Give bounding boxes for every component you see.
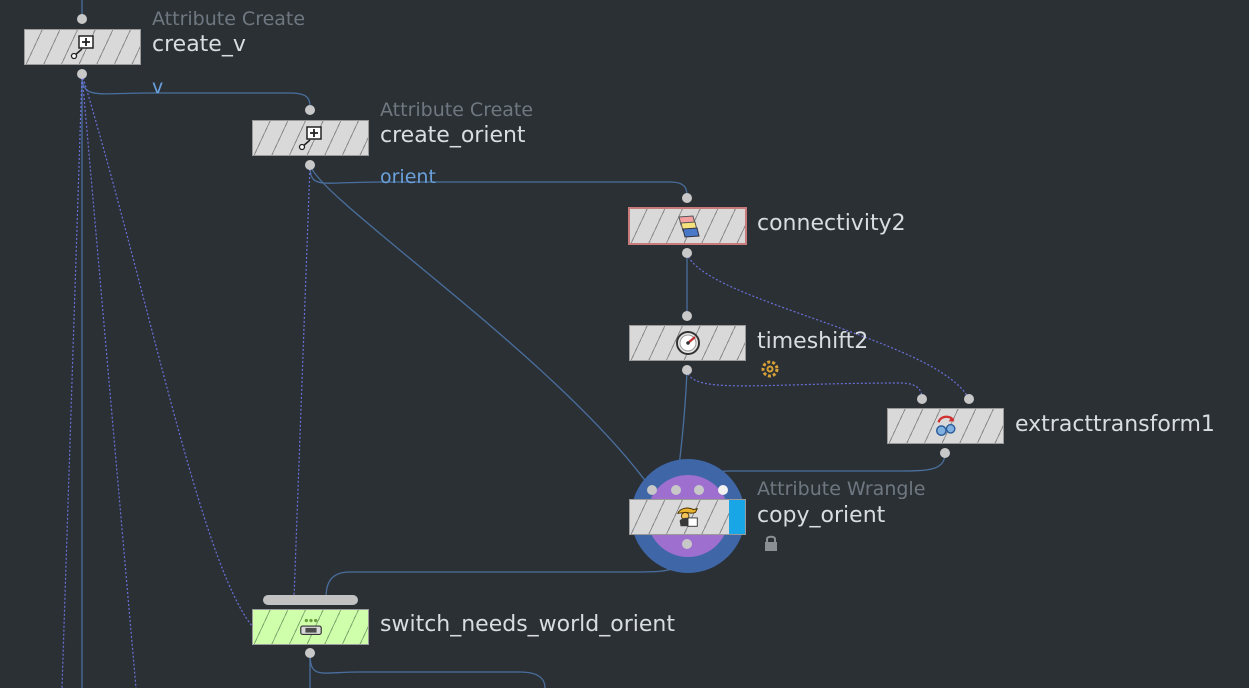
switch-output-port[interactable] [305,648,315,658]
timeshift2-node[interactable] [629,325,746,361]
copy-orient-type-label: Attribute Wrangle [757,478,926,500]
copy-orient-input-port-2[interactable] [671,485,681,495]
attribute-create-icon [70,34,96,60]
create-orient-output-port[interactable] [305,160,315,170]
copy-orient-output-port[interactable] [682,539,692,549]
connectivity2-node[interactable] [628,207,747,245]
create-v-node[interactable] [24,29,141,65]
copy-orient-name-label[interactable]: copy_orient [757,503,886,528]
extracttransform1-input-port-2[interactable] [964,394,974,404]
wire-label-orient: orient [380,166,436,188]
create-v-type-label: Attribute Create [152,8,306,30]
extracttransform1-input-port-1[interactable] [917,394,927,404]
timeshift-gauge-icon [675,330,701,356]
create-orient-name-label[interactable]: create_orient [380,123,526,148]
create-orient-node[interactable] [252,120,369,156]
switch-name-label[interactable]: switch_needs_world_orient [380,612,675,637]
switch-icon [298,614,324,640]
copy-orient-input-port-4[interactable] [718,485,728,495]
copy-orient-node[interactable] [629,499,746,535]
wire-label-v: v [152,76,164,98]
connectivity2-input-port[interactable] [682,193,692,203]
connectivity-icon [675,213,701,239]
switch-multi-input-bar[interactable] [263,595,358,605]
create-v-output-port[interactable] [77,69,87,79]
gear-badge-icon [760,359,780,383]
create-v-name-label[interactable]: create_v [152,32,246,57]
create-orient-input-port[interactable] [305,105,315,115]
connectivity2-name-label[interactable]: connectivity2 [757,211,906,236]
attribute-wrangle-icon [675,504,701,530]
extract-transform-icon [933,413,959,439]
copy-orient-input-port-3[interactable] [694,485,704,495]
timeshift2-input-port[interactable] [682,311,692,321]
copy-orient-input-port-1[interactable] [647,485,657,495]
create-orient-type-label: Attribute Create [380,99,534,121]
create-v-input-port[interactable] [77,14,87,24]
connectivity2-output-port[interactable] [682,248,692,258]
lock-icon [763,534,779,556]
timeshift2-name-label[interactable]: timeshift2 [757,329,869,354]
extracttransform1-name-label[interactable]: extracttransform1 [1015,412,1215,437]
attribute-create-icon [298,125,324,151]
extracttransform1-output-port[interactable] [940,448,950,458]
display-flag[interactable] [729,500,745,534]
extracttransform1-node[interactable] [887,408,1004,444]
timeshift2-output-port[interactable] [682,365,692,375]
switch-node[interactable] [252,609,369,645]
